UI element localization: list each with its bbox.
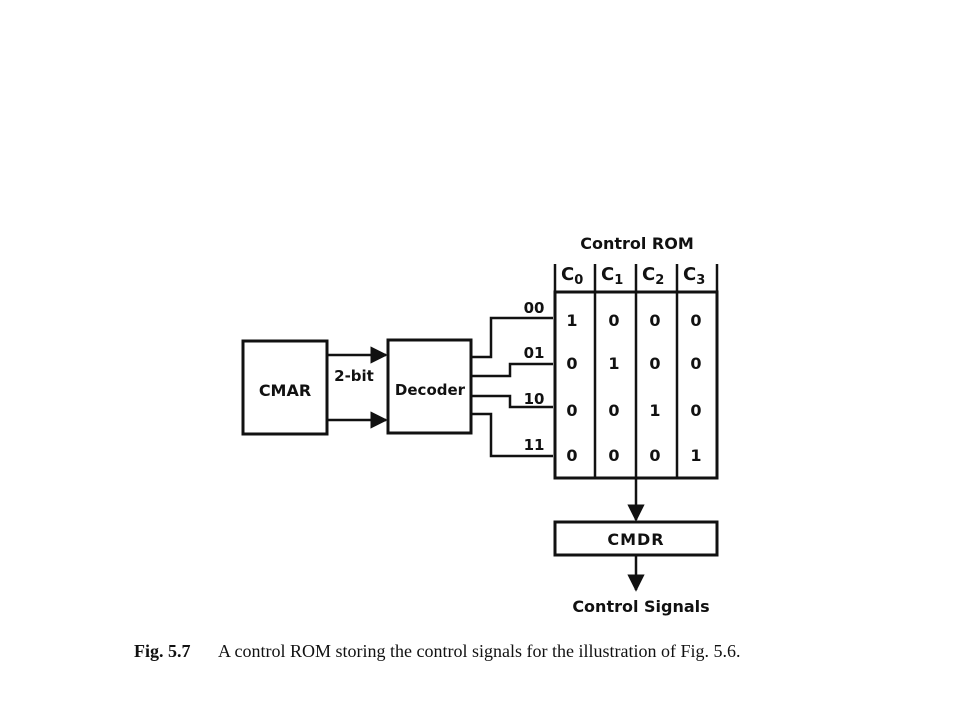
rom-cell: 0 <box>608 446 619 465</box>
cmdr-box <box>553 520 719 557</box>
rom-cell: 0 <box>649 354 660 373</box>
cmar-box <box>241 339 329 436</box>
rom-cell: 0 <box>690 354 701 373</box>
rom-cell: 0 <box>566 401 577 420</box>
decoder-line-01 <box>471 362 553 378</box>
address-label-01: 01 <box>524 344 545 362</box>
decoder-line-11 <box>471 412 553 458</box>
decoder-label: Decoder <box>395 381 466 399</box>
rom-title: Control ROM <box>580 234 694 253</box>
figure-caption: Fig. 5.7 A control ROM storing the contr… <box>134 641 740 661</box>
rom-cell: 0 <box>566 354 577 373</box>
figure-caption-prefix: Fig. 5.7 <box>134 641 191 661</box>
rom-cell: 0 <box>690 401 701 420</box>
bus-width-label: 2-bit <box>334 367 374 385</box>
figure-caption-text: A control ROM storing the control signal… <box>218 641 740 661</box>
rom-cell: 0 <box>649 311 660 330</box>
rom-cell: 1 <box>608 354 619 373</box>
rom-cell: 1 <box>690 446 701 465</box>
rom-cell: 0 <box>608 401 619 420</box>
rom-cell: 0 <box>690 311 701 330</box>
rom-cell: 0 <box>608 311 619 330</box>
rom-cell: 1 <box>566 311 577 330</box>
control-signals-label: Control Signals <box>572 597 709 616</box>
rom-cell: 1 <box>649 401 660 420</box>
address-label-00: 00 <box>524 299 545 317</box>
column-header-c1: C1 <box>601 264 623 288</box>
column-header-c0: C0 <box>561 264 583 288</box>
cmar-label: CMAR <box>259 381 311 400</box>
address-label-11: 11 <box>524 436 545 454</box>
decoder-line-00 <box>471 316 553 359</box>
rom-cell: 0 <box>649 446 660 465</box>
decoder-line-10 <box>471 394 553 409</box>
address-label-10: 10 <box>524 390 545 408</box>
column-header-c3: C3 <box>683 264 705 288</box>
column-header-c2: C2 <box>642 264 664 288</box>
rom-cell: 0 <box>566 446 577 465</box>
cmdr-label: CMDR <box>607 530 664 549</box>
decoder-box <box>386 338 473 435</box>
